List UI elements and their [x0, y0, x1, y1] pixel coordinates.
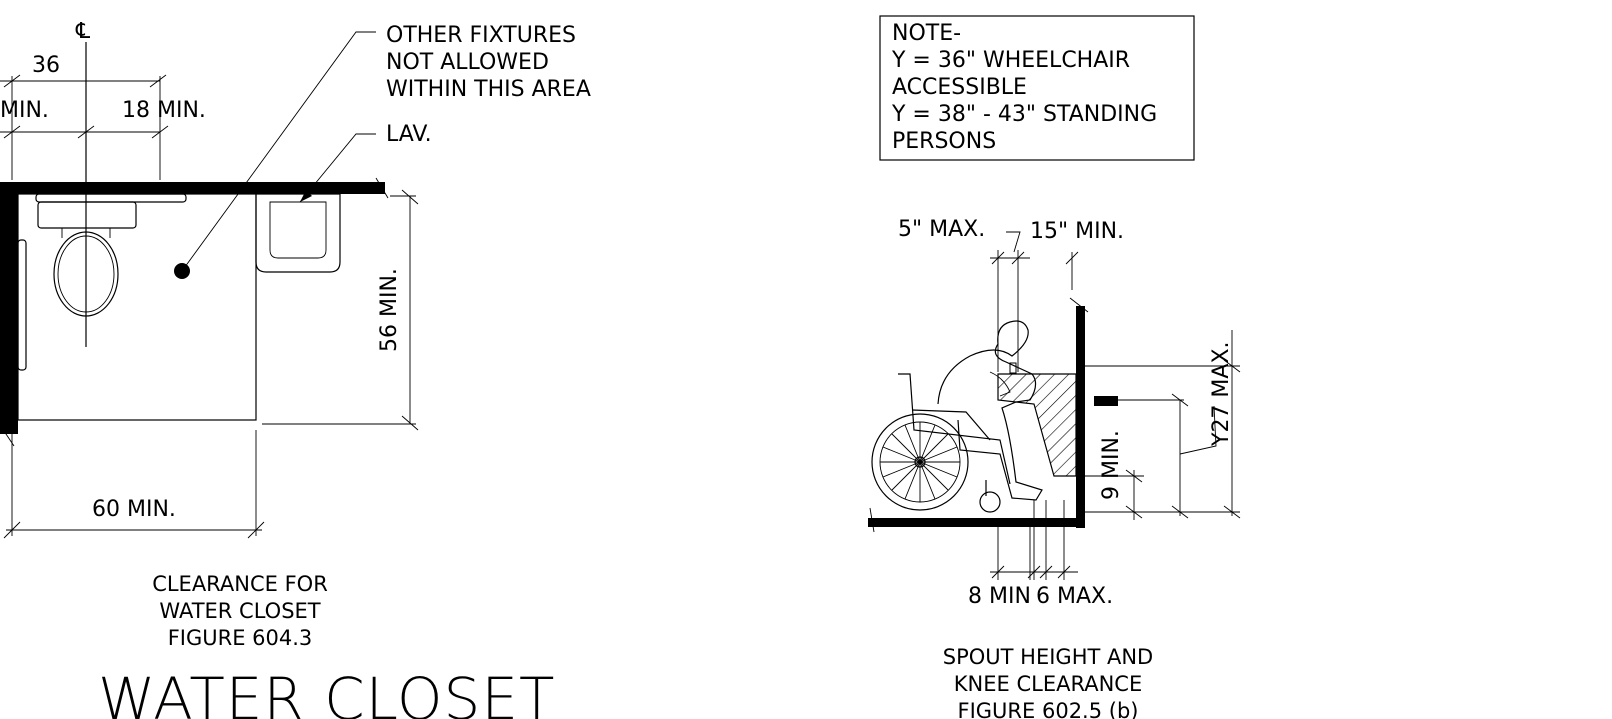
side-wall: [0, 182, 18, 434]
note-box: [879, 15, 1195, 161]
callout-other-fixtures-3: WITHIN THIS AREA: [386, 77, 591, 102]
dim-15-min-label: 15" MIN.: [1030, 219, 1124, 244]
dim-18-min-label: 18 MIN.: [122, 98, 206, 123]
wc-caption-3: FIGURE 604.3: [168, 626, 313, 650]
floor: [868, 518, 1085, 527]
wheelchair-user-figure: [871, 320, 1043, 513]
dim-60-min-label: 60 MIN.: [92, 497, 176, 522]
side-grab-bar: [17, 239, 27, 371]
note-line-3: ACCESSIBLE: [892, 75, 1027, 100]
dim-8-min-label: 8 MIN: [968, 584, 1031, 609]
push-button: [1094, 396, 1118, 406]
rear-grab-bar: [35, 193, 187, 203]
fountain-bowl: [997, 373, 1077, 477]
note-line-2: Y = 36" WHEELCHAIR: [891, 48, 1130, 73]
wc-caption-1: CLEARANCE FOR: [152, 572, 328, 596]
dim-6-max-label: 6 MAX.: [1036, 584, 1113, 609]
callout-leader-fixtures: [181, 31, 376, 272]
callout-leader-lav: [299, 133, 376, 203]
dim-36-label: 36: [32, 53, 60, 78]
toilet-bowl: [53, 231, 119, 317]
callout-lav: LAV.: [386, 122, 432, 147]
lavatory: [255, 193, 341, 273]
callout-other-fixtures-1: OTHER FIXTURES: [386, 23, 576, 48]
df-caption-1: SPOUT HEIGHT AND: [943, 645, 1153, 669]
drinking-fountain-section: NOTE- Y = 36" WHEELCHAIR ACCESSIBLE Y = …: [868, 15, 1241, 719]
spout: [1009, 362, 1017, 374]
toilet-tank: [37, 201, 137, 229]
dim-56-min-label: 56 MIN.: [377, 268, 402, 352]
dim-9-min-label: 9 MIN.: [1099, 430, 1124, 500]
wc-heading: WATER CLOSET: [98, 665, 555, 719]
dim-5-max-label: 5" MAX.: [898, 217, 985, 242]
water-closet-plan: ℄ 36 MIN. 18 MIN.: [0, 19, 591, 719]
dim-y27-max-label: Y27 MAX.: [1209, 341, 1234, 447]
df-caption-2: KNEE CLEARANCE: [954, 672, 1142, 696]
fountain-wall: [1076, 306, 1085, 528]
note-line-4: Y = 38" - 43" STANDING: [891, 102, 1157, 127]
callout-other-fixtures-2: NOT ALLOWED: [386, 50, 549, 75]
wc-caption-2: WATER CLOSET: [159, 599, 320, 623]
df-caption-3: FIGURE 602.5 (b): [958, 699, 1139, 719]
centerline-symbol: ℄: [75, 19, 91, 44]
note-line-1: NOTE-: [892, 21, 961, 46]
note-line-5: PERSONS: [892, 129, 996, 154]
clearance-area: [17, 193, 257, 421]
dim-min-left-label: MIN.: [0, 98, 49, 123]
wheelchair-wheel-icon: [871, 413, 969, 511]
back-wall: [0, 182, 385, 194]
